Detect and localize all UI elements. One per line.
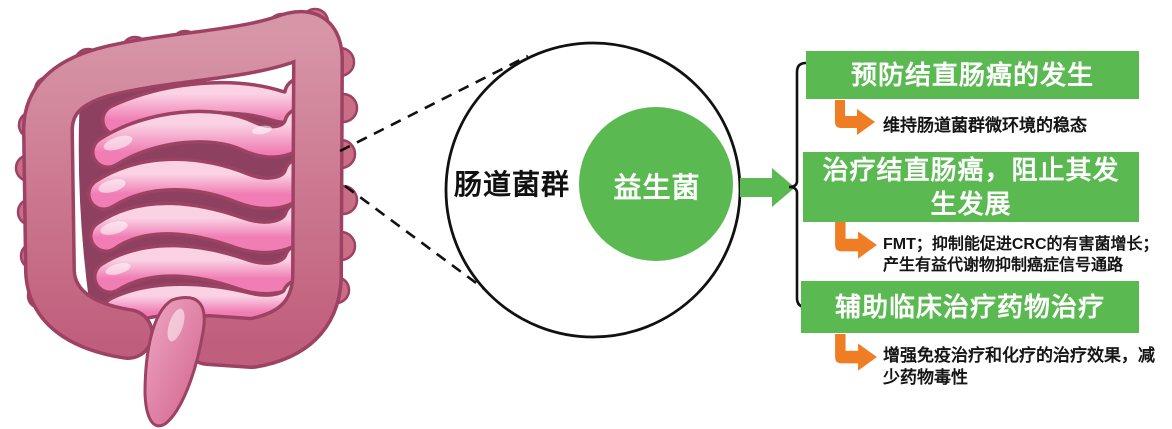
benefit-title: 预防结直肠癌的发生 bbox=[850, 60, 1094, 90]
benefit-title: 治疗结直肠癌，阻止其发生发展 bbox=[822, 155, 1120, 219]
gut-microbiota-label: 肠道菌群 bbox=[453, 169, 570, 200]
benefit-box-adjuvant: 辅助临床治疗药物治疗 bbox=[801, 281, 1139, 333]
benefit-note-text: FMT；抑制能促进CRC的有害菌增长；产生有益代谢物抑制癌症信号通路 bbox=[883, 236, 1159, 274]
brace-bracket bbox=[788, 61, 807, 309]
probiotics-circle bbox=[579, 107, 733, 261]
colon-frame bbox=[22, 9, 344, 369]
orange-elbow-arrow-icon bbox=[835, 100, 875, 135]
rectum-shape bbox=[143, 296, 206, 428]
right-arrow-icon bbox=[740, 168, 795, 207]
benefit-note-text: 增强免疫治疗和化疗的治疗效果，减少药物毒性 bbox=[883, 346, 1155, 388]
intestine-illustration-icon bbox=[14, 7, 359, 428]
orange-elbow-arrow-icon bbox=[835, 222, 877, 259]
benefit-box-prevention: 预防结直肠癌的发生 bbox=[806, 51, 1139, 99]
benefit-title: 辅助临床治疗药物治疗 bbox=[834, 292, 1105, 322]
rectum-highlight bbox=[167, 308, 185, 342]
benefit-box-treatment: 治疗结直肠癌，阻止其发生发展 bbox=[803, 152, 1139, 222]
coil-highlights bbox=[98, 125, 272, 275]
orange-elbow-arrow-icon bbox=[835, 334, 877, 371]
dashed-zoom-lines bbox=[339, 54, 529, 293]
probiotics-label: 益生菌 bbox=[613, 172, 701, 203]
benefit-note-text: 维持肠道菌群微环境的稳态 bbox=[883, 116, 1087, 135]
